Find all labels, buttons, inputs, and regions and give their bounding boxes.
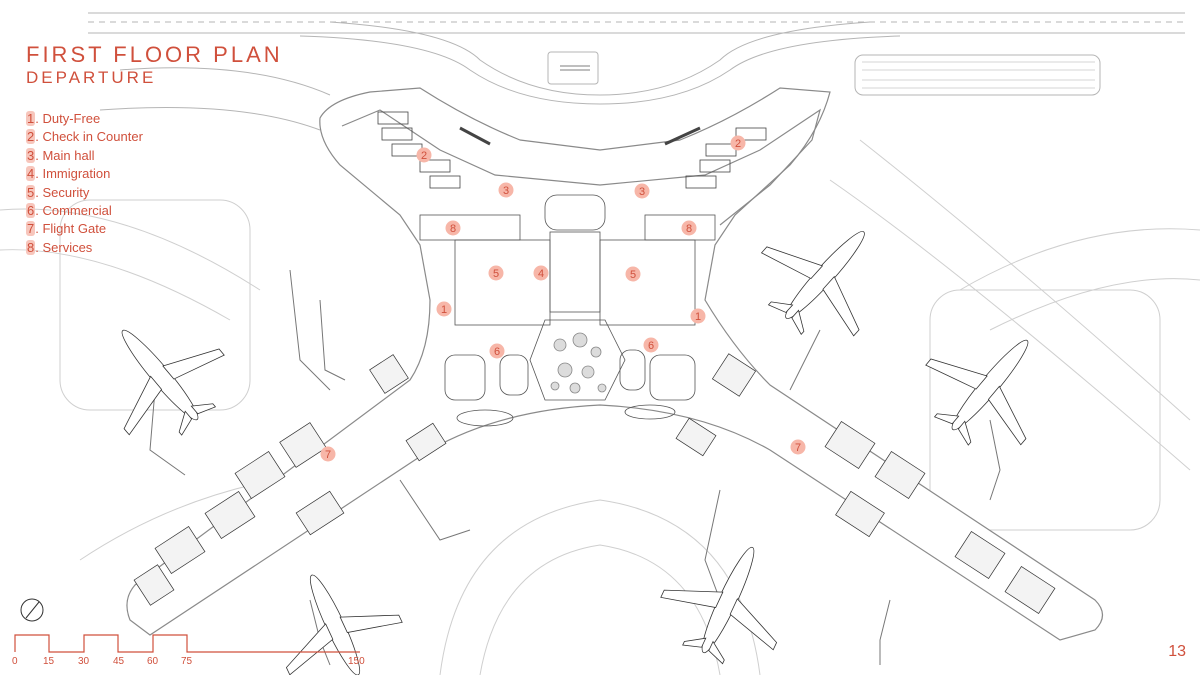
airplane-icon [121,231,1029,675]
svg-text:1: 1 [695,311,701,323]
zone-marker-1-right: 1 [690,308,706,324]
legend-item: 4. Immigration [26,166,111,182]
scale-label: 150 [348,656,365,667]
legend-item: 6. Commercial [26,203,112,219]
scale-label: 30 [78,656,90,667]
zone-marker-7-right: 7 [790,439,806,455]
page-subtitle: DEPARTURE [26,68,157,87]
zone-marker-4: 4 [533,265,549,281]
legend-item: 1. Duty-Free [26,111,101,126]
svg-text:8: 8 [450,223,456,235]
zone-marker-5-left: 5 [488,265,504,281]
legend-item: 8. Services [26,239,93,255]
zone-marker-2-left: 2 [416,147,432,163]
zone-marker-3-left: 3 [498,182,514,198]
svg-text:3: 3 [639,186,645,198]
zone-marker-1-left: 1 [436,301,452,317]
svg-text:3: 3 [503,185,509,197]
svg-text:8: 8 [686,223,692,235]
scale-label: 0 [12,656,18,667]
svg-text:2: 2 [421,150,427,162]
zone-marker-5-right: 5 [625,266,641,282]
zone-marker-7-left: 7 [320,446,336,462]
scale-label: 45 [113,656,125,667]
scale-label: 75 [181,656,193,667]
legend-item: 2. Check in Counter [26,129,143,145]
zone-marker-6-right: 6 [643,337,659,353]
svg-text:2: 2 [735,138,741,150]
zone-marker-6-left: 6 [489,343,505,359]
apron-lines [0,139,1200,675]
page-title: FIRST FLOOR PLAN [26,42,283,67]
legend: 1. Duty-Free 2. Check in Counter 3. Main… [26,110,143,257]
svg-text:7: 7 [325,449,331,461]
svg-text:4: 4 [538,268,544,280]
scale-label: 15 [43,656,55,667]
parking-stripes [560,61,1095,89]
zone-marker-3-right: 3 [634,183,650,199]
legend-item: 7. Flight Gate [26,221,107,237]
svg-text:6: 6 [648,340,654,352]
scale-label: 60 [147,656,159,667]
zone-marker-2-right: 2 [730,135,746,151]
legend-item: 3. Main hall [26,147,95,163]
check-in-counters [377,111,767,189]
scale-bar [14,634,360,653]
svg-text:6: 6 [494,346,500,358]
gate-seating-left [133,354,447,606]
zone-marker-8-right: 8 [681,220,697,236]
svg-text:5: 5 [493,268,499,280]
gate-seating-right [675,353,1056,614]
svg-text:5: 5 [630,269,636,281]
road-top [88,12,1185,131]
svg-text:7: 7 [795,442,801,454]
legend-item: 5. Security [26,184,90,200]
page-number: 13 [1168,643,1186,660]
north-arrow-icon [20,598,44,622]
zone-marker-8-left: 8 [445,220,461,236]
central-core [419,194,716,427]
svg-text:1: 1 [441,304,447,316]
